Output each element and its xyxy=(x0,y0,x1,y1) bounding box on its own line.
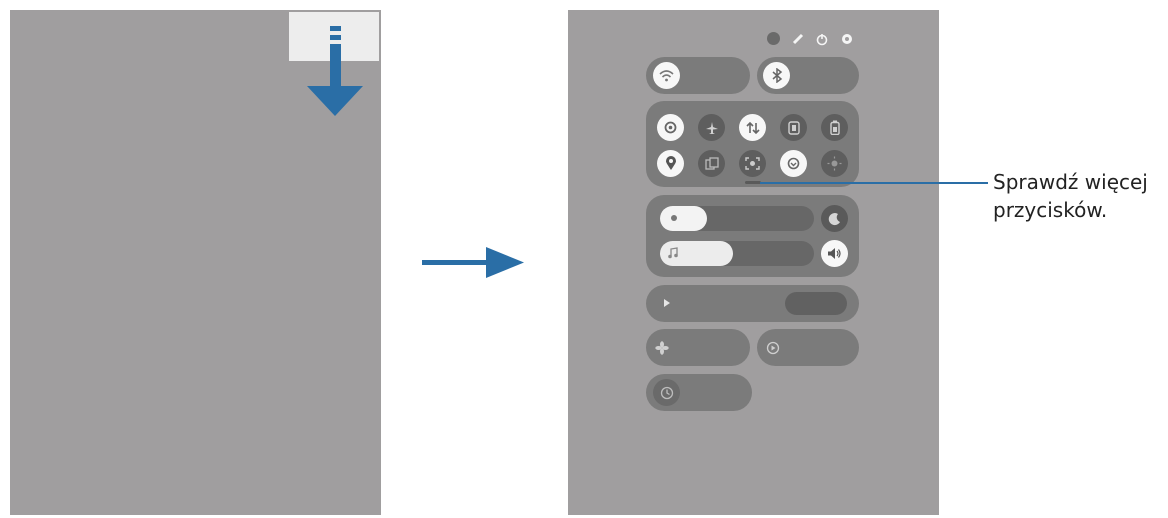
battery-icon[interactable] xyxy=(821,114,848,141)
airplane-icon[interactable] xyxy=(698,114,725,141)
page-indicator xyxy=(745,181,761,184)
location-icon[interactable] xyxy=(657,150,684,177)
smart-view-icon xyxy=(766,341,780,355)
auto-rotate-icon[interactable] xyxy=(657,114,684,141)
dot-icon xyxy=(767,32,780,45)
moon-icon[interactable] xyxy=(821,205,848,232)
annotation-line-1: Sprawdź więcej xyxy=(993,170,1148,194)
multi-window-icon[interactable] xyxy=(698,150,725,177)
right-arrow-icon xyxy=(422,247,524,278)
brightness-icon xyxy=(671,215,677,221)
sync-icon[interactable] xyxy=(780,150,807,177)
wifi-icon xyxy=(653,62,680,89)
media-output-chip[interactable] xyxy=(785,292,847,315)
screenshot-icon[interactable] xyxy=(739,150,766,177)
eye-comfort-icon[interactable] xyxy=(821,150,848,177)
pencil-icon[interactable] xyxy=(791,32,805,46)
brightness-slider[interactable] xyxy=(660,206,814,231)
mobile-data-icon[interactable] xyxy=(739,114,766,141)
gear-icon[interactable] xyxy=(840,32,854,46)
timer-icon xyxy=(653,379,680,406)
annotation-line-2: przycisków. xyxy=(993,198,1108,222)
fan-icon xyxy=(655,341,669,355)
nfc-icon[interactable] xyxy=(780,114,807,141)
swipe-down-arrow-icon xyxy=(307,26,363,116)
bluetooth-icon xyxy=(763,62,790,89)
volume-slider[interactable] xyxy=(660,241,814,266)
callout-line xyxy=(760,182,988,184)
power-icon[interactable] xyxy=(815,32,829,46)
volume-icon xyxy=(668,247,678,259)
annotation-text: Sprawdź więcej przycisków. xyxy=(993,168,1148,224)
speaker-icon[interactable] xyxy=(821,240,848,267)
media-play-icon[interactable] xyxy=(663,298,671,308)
